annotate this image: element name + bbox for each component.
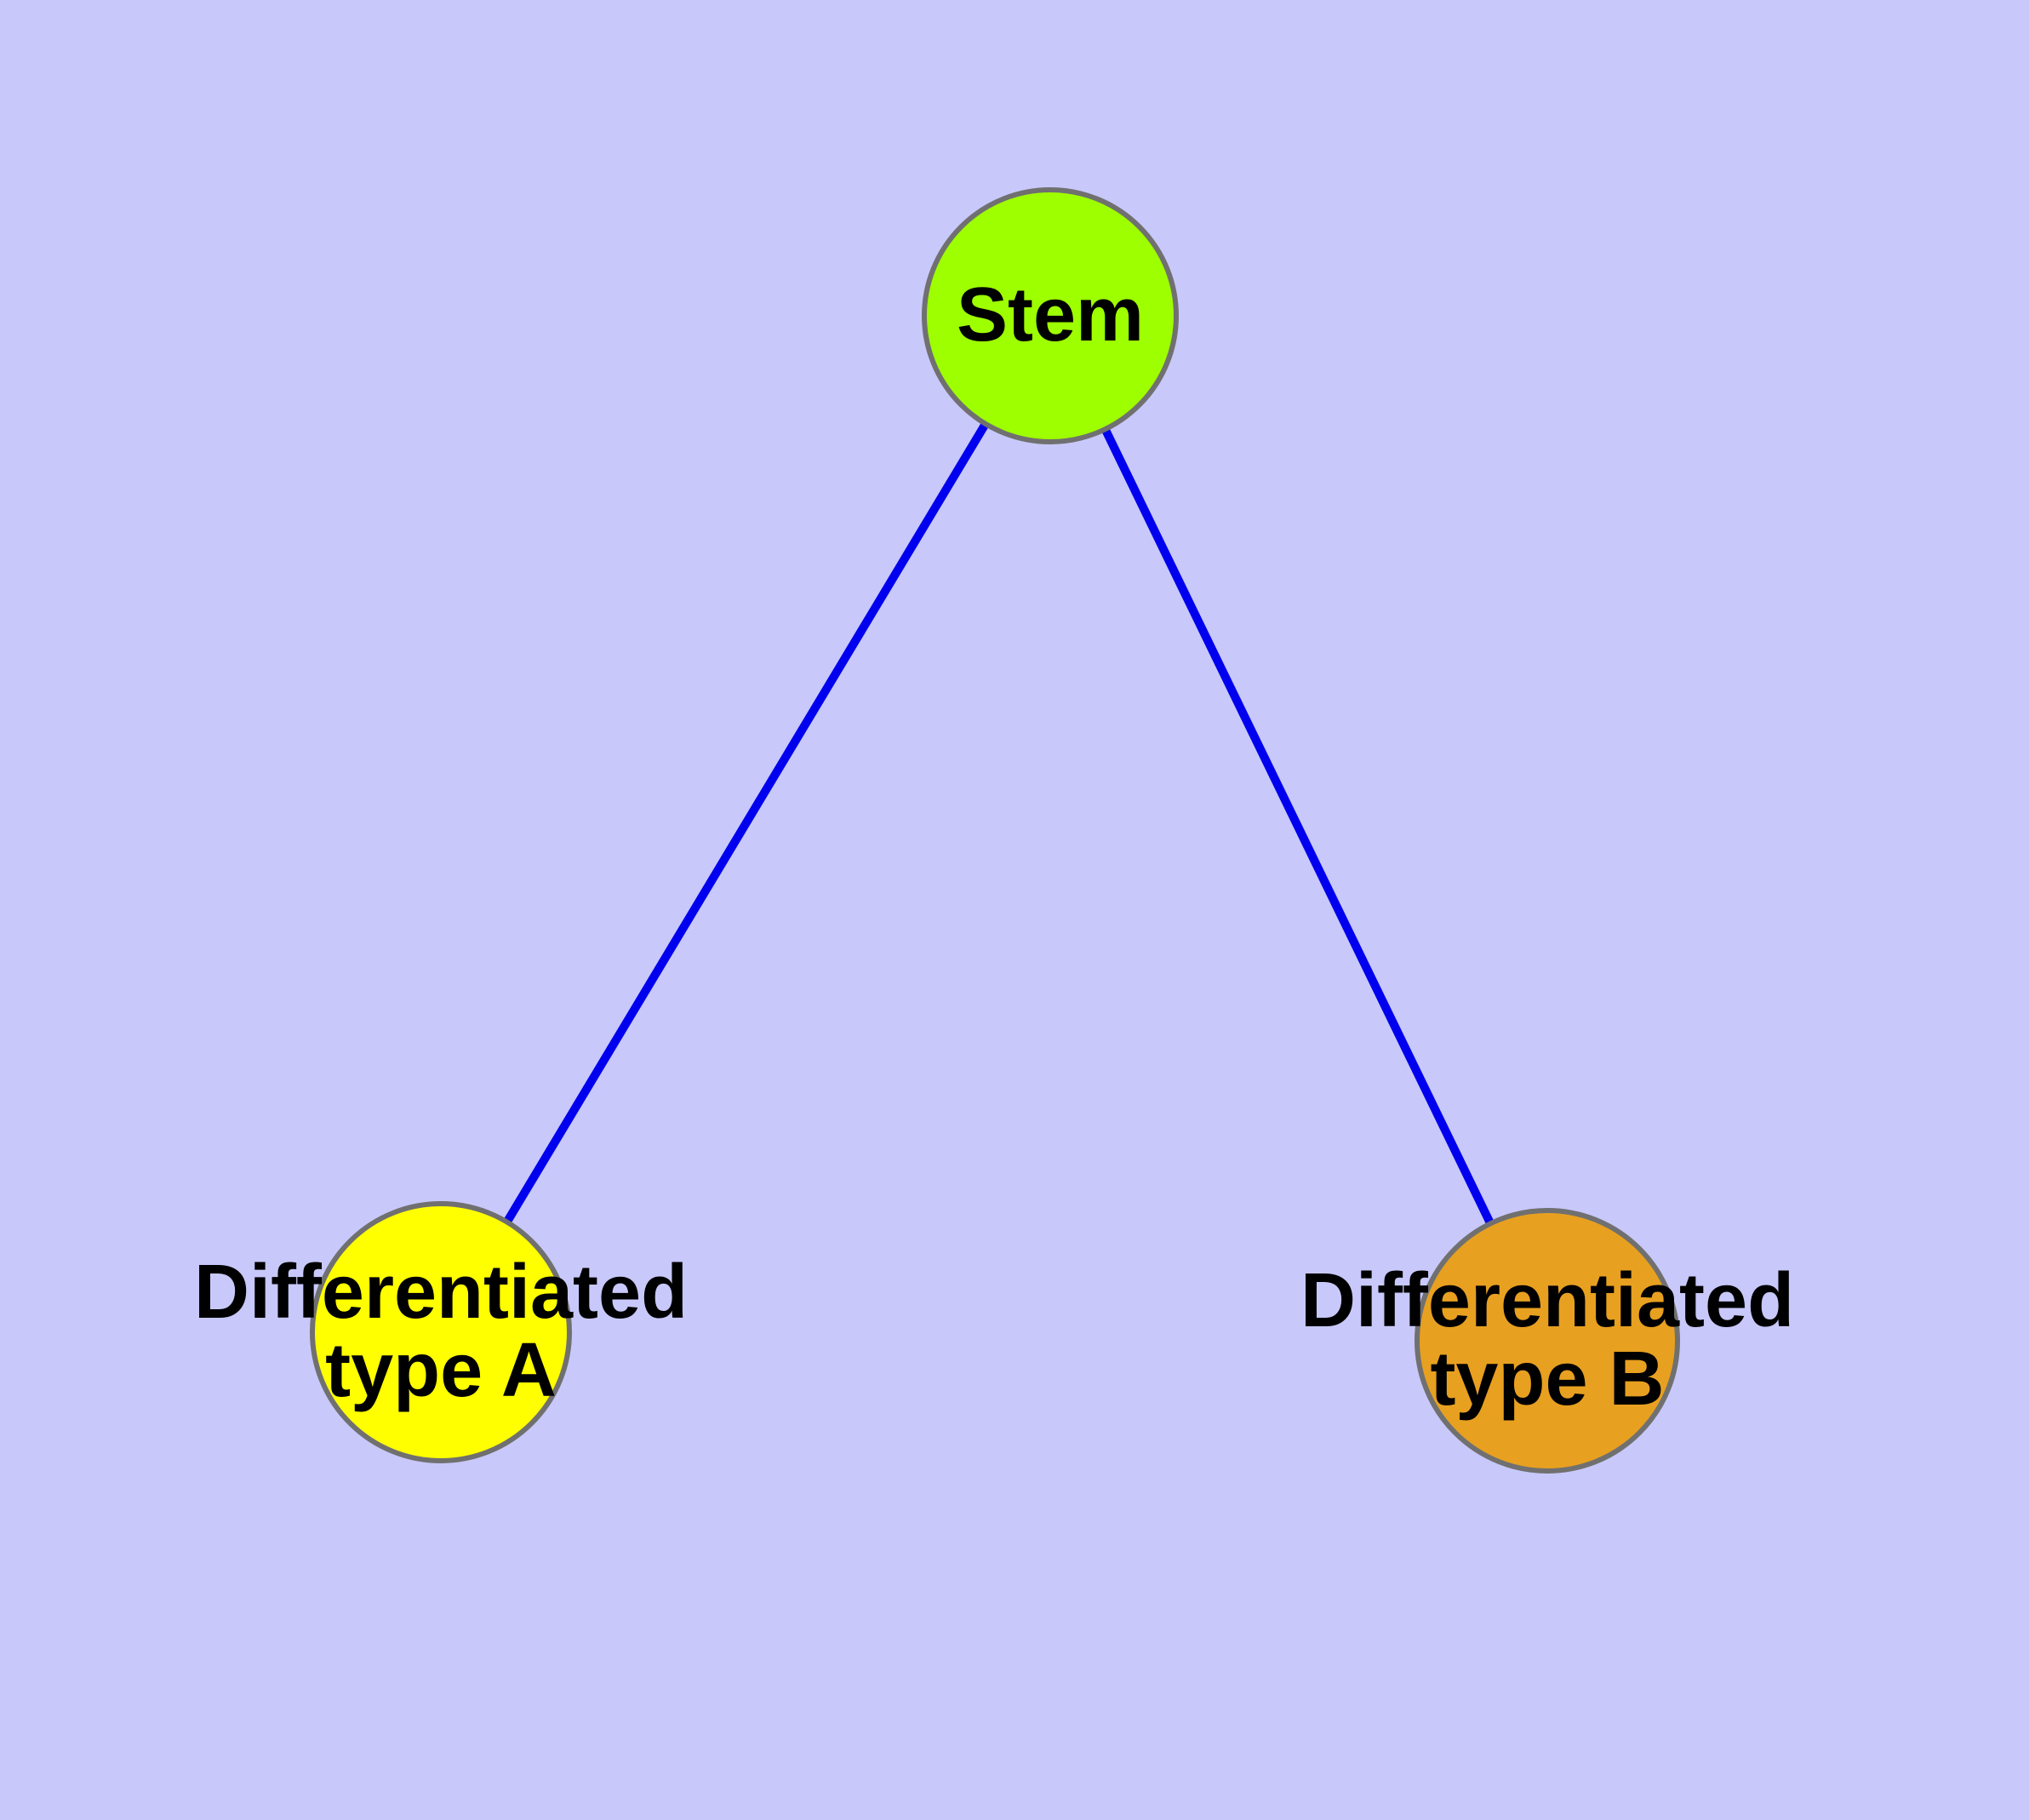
node-layer (310, 187, 1680, 1474)
graph-edge[interactable] (1100, 424, 1496, 1229)
graph-edge[interactable] (501, 418, 992, 1228)
graph-node-stem[interactable] (922, 187, 1179, 444)
graph-node-diff-b[interactable] (1415, 1208, 1680, 1474)
graph-node-diff-a[interactable] (310, 1201, 572, 1463)
edge-layer (501, 418, 1496, 1229)
